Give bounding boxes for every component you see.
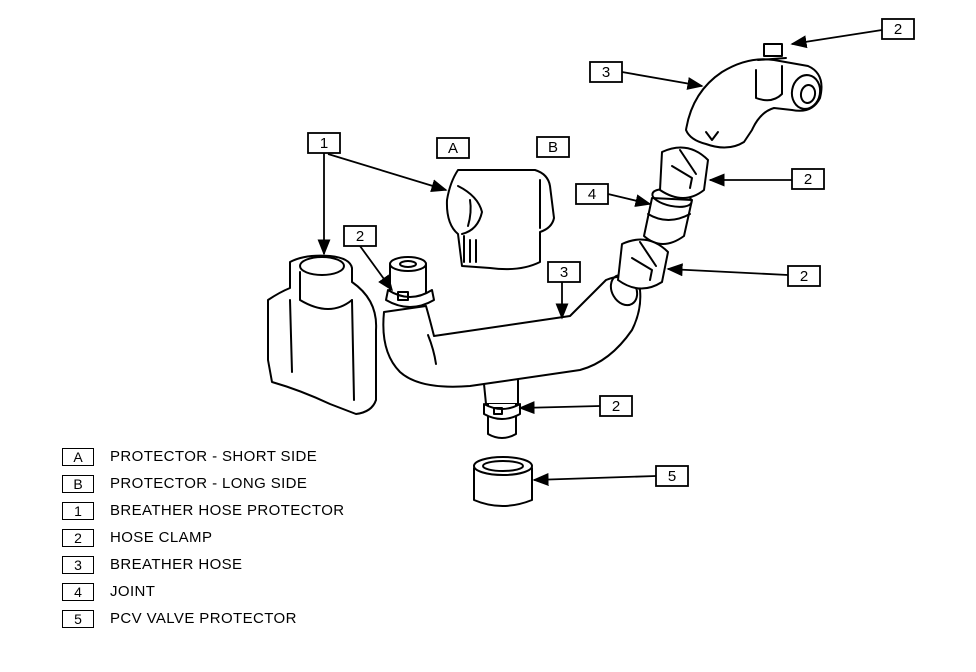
legend-row-5: 5 PCV VALVE PROTECTOR [62, 605, 345, 632]
callout-box-3-main [547, 261, 581, 283]
legend-row-2: 2 HOSE CLAMP [62, 524, 345, 551]
arrow-3-upper-hose [621, 71, 704, 90]
legend-label: PROTECTOR - LONG SIDE [110, 475, 308, 492]
callout-box-4 [575, 183, 609, 205]
legend-key: 1 [62, 501, 94, 520]
arrow-2-lower-joint [666, 263, 789, 277]
legend-row-1: 1 BREATHER HOSE PROTECTOR [62, 497, 345, 524]
pcv-valve-protector [473, 456, 533, 507]
callout-box-5 [655, 465, 689, 487]
callout-label-2-left: 2 [356, 228, 364, 245]
legend-key: 3 [62, 555, 94, 574]
callout-label-5: 5 [668, 468, 676, 485]
legend-key: B [62, 474, 94, 493]
legend-label: PROTECTOR - SHORT SIDE [110, 448, 318, 465]
callout-label-4: 4 [588, 186, 596, 203]
callout-box-3-upper [589, 61, 623, 83]
joint [643, 188, 693, 245]
left-hose-clamp [385, 256, 435, 308]
legend-key: 4 [62, 582, 94, 601]
arrow-2-left-clamp [359, 245, 393, 292]
arrow-5-pcv [532, 473, 657, 486]
callout-label-b: B [548, 139, 558, 156]
legend-label: BREATHER HOSE [110, 556, 243, 573]
callout-label-3-main: 3 [560, 264, 568, 281]
arrow-4-joint [607, 193, 652, 207]
callout-box-a [436, 137, 470, 159]
upper-breather-hose-elbow [685, 43, 823, 149]
callout-label-3-upper: 3 [602, 64, 610, 81]
bottom-hose-clamp [483, 403, 521, 439]
protector-short-long-side [445, 169, 555, 271]
legend-label: JOINT [110, 583, 156, 600]
callout-box-2-lower-joint [787, 265, 821, 287]
breather-hose-protector-left [267, 254, 378, 415]
callout-label-2-lower-joint: 2 [800, 268, 808, 285]
callout-box-2-upper-joint [791, 168, 825, 190]
legend-row-b: B PROTECTOR - LONG SIDE [62, 470, 345, 497]
callout-label-2-bottom: 2 [612, 398, 620, 415]
callout-label-2-upper-joint: 2 [804, 171, 812, 188]
arrow-1-to-ab-protector [327, 153, 448, 192]
legend-label: PCV VALVE PROTECTOR [110, 610, 297, 627]
legend-row-4: 4 JOINT [62, 578, 345, 605]
callout-label-2-top-right: 2 [894, 21, 902, 38]
arrow-2-top-right [790, 29, 883, 49]
upper-joint-clamp [659, 146, 709, 199]
lower-joint-clamp [617, 238, 669, 290]
callout-box-2-left [343, 225, 377, 247]
callout-box-2-top-right [881, 18, 915, 40]
legend-row-a: A PROTECTOR - SHORT SIDE [62, 443, 345, 470]
legend-row-3: 3 BREATHER HOSE [62, 551, 345, 578]
callout-label-1: 1 [320, 135, 328, 152]
callout-box-b [536, 136, 570, 158]
legend-key: A [62, 447, 94, 466]
legend-key: 5 [62, 609, 94, 628]
legend-label: BREATHER HOSE PROTECTOR [110, 502, 345, 519]
parts-legend: A PROTECTOR - SHORT SIDE B PROTECTOR - L… [62, 443, 345, 632]
callout-box-2-bottom [599, 395, 633, 417]
arrow-2-bottom-clamp [518, 401, 601, 415]
callout-label-a: A [448, 140, 458, 157]
callout-box-1 [307, 132, 341, 154]
legend-label: HOSE CLAMP [110, 529, 213, 546]
legend-key: 2 [62, 528, 94, 547]
